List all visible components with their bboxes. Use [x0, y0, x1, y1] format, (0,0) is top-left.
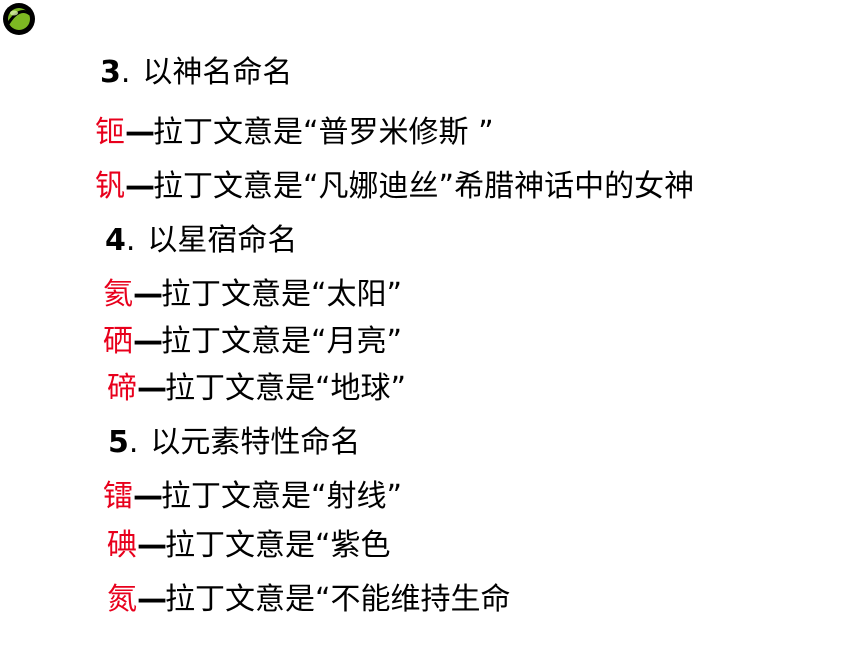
dash: — [133, 324, 163, 359]
dash: — [137, 528, 167, 563]
section-title: 以元素特性命名 [150, 425, 361, 460]
section-separator: . [125, 223, 136, 258]
item-text: 拉丁文意是“月亮” [161, 324, 403, 359]
dash: — [137, 371, 167, 406]
item-text: 拉丁文意是“射线” [161, 479, 403, 514]
list-item: 氮—拉丁文意是“不能维持生命 [107, 581, 511, 619]
list-item: 钒—拉丁文意是“凡娜迪丝”希腊神话中的女神 [95, 168, 694, 206]
section-separator: . [128, 425, 139, 460]
item-text: 拉丁文意是“普罗米修斯 ” [153, 115, 494, 150]
dash: — [125, 169, 155, 204]
section-title: 以神名命名 [142, 55, 293, 90]
element-name: 钷 [95, 115, 125, 150]
dash: — [133, 479, 163, 514]
item-text: 拉丁文意是“凡娜迪丝”希腊神话中的女神 [153, 169, 695, 204]
element-name: 碲 [107, 371, 137, 406]
list-item: 碘—拉丁文意是“紫色 [107, 527, 391, 565]
element-name: 钒 [95, 169, 125, 204]
list-item: 钷—拉丁文意是“普罗米修斯 ” [95, 114, 494, 152]
section-separator: . [120, 55, 131, 90]
dash: — [133, 277, 163, 312]
section-number: 3 [100, 55, 121, 90]
section-heading-5: 5. 以元素特性命名 [108, 424, 360, 462]
dash: — [125, 115, 155, 150]
element-name: 碘 [107, 528, 137, 563]
section-number: 5 [108, 425, 129, 460]
item-text: 拉丁文意是“不能维持生命 [165, 582, 511, 617]
item-text: 拉丁文意是“太阳” [161, 277, 403, 312]
element-name: 硒 [103, 324, 133, 359]
section-heading-3: 3. 以神名命名 [100, 54, 292, 92]
list-item: 硒—拉丁文意是“月亮” [103, 323, 402, 361]
dash: — [137, 582, 167, 617]
element-name: 氦 [103, 277, 133, 312]
green-ball-icon [3, 3, 35, 35]
section-number: 4 [105, 223, 126, 258]
section-heading-4: 4. 以星宿命名 [105, 222, 297, 260]
list-item: 氦—拉丁文意是“太阳” [103, 276, 402, 314]
list-item: 镭—拉丁文意是“射线” [103, 478, 402, 516]
item-text: 拉丁文意是“地球” [165, 371, 407, 406]
list-item: 碲—拉丁文意是“地球” [107, 370, 406, 408]
element-name: 镭 [103, 479, 133, 514]
item-text: 拉丁文意是“紫色 [165, 528, 391, 563]
element-name: 氮 [107, 582, 137, 617]
section-title: 以星宿命名 [147, 223, 298, 258]
